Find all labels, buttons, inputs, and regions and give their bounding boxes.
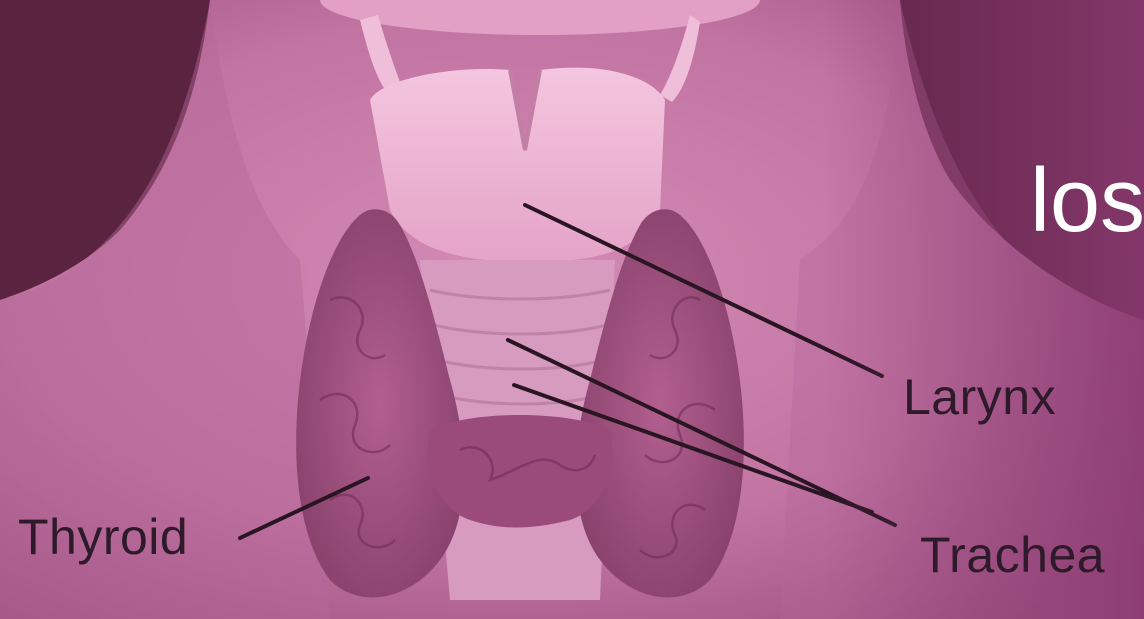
thyroid-label: Thyroid	[18, 508, 188, 566]
slide-title-fragment: los	[1030, 150, 1144, 253]
trachea-label: Trachea	[920, 526, 1105, 584]
larynx-label: Larynx	[903, 368, 1056, 426]
